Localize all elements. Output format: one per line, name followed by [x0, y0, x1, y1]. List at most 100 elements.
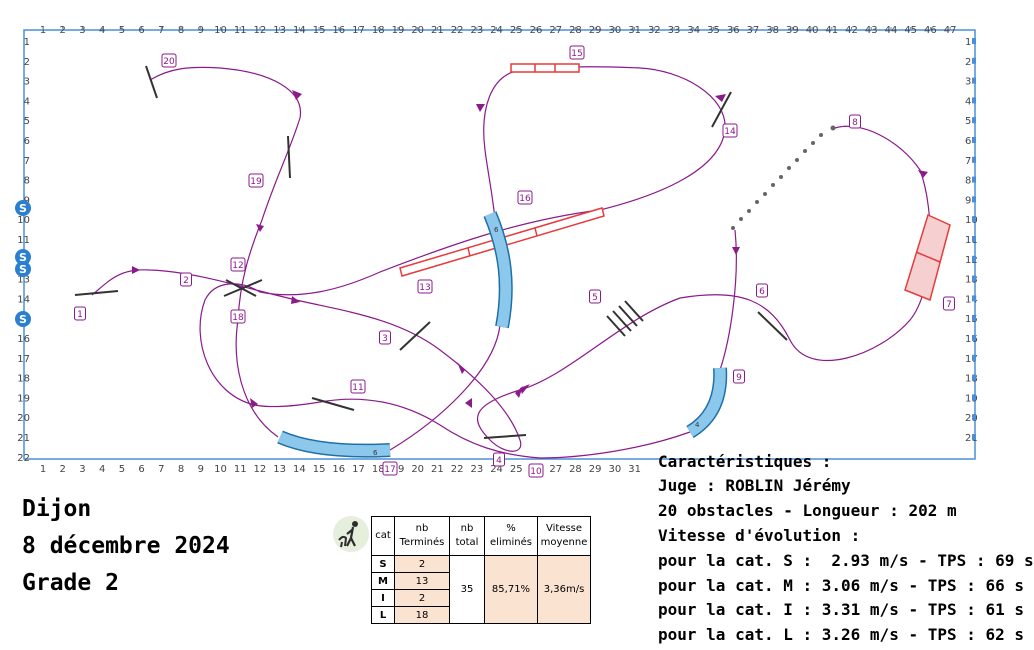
- ruler-label: 8: [24, 176, 30, 187]
- ruler-label: 10: [214, 25, 227, 36]
- jump-6: [757, 311, 788, 341]
- ruler-label: 15: [965, 314, 978, 325]
- results-header-row: cat nb Terminés nb total % eliminés Vite…: [371, 516, 591, 556]
- event-place: Dijon: [22, 496, 92, 522]
- ruler-tick: [972, 434, 976, 440]
- ruler-label: 2: [60, 464, 66, 475]
- svg-text:16: 16: [519, 194, 531, 204]
- ruler-label: 20: [411, 464, 424, 475]
- svg-text:5: 5: [592, 293, 598, 303]
- table-row: L 18: [371, 606, 591, 624]
- ruler-label: 18: [372, 464, 385, 475]
- ruler-label: 5: [119, 464, 125, 475]
- svg-text:4: 4: [496, 456, 502, 466]
- ruler-label: 24: [490, 464, 503, 475]
- ruler-label: 31: [628, 25, 641, 36]
- ruler-label: 14: [17, 294, 30, 305]
- svg-text:12: 12: [232, 261, 243, 271]
- ruler-label: 28: [569, 464, 582, 475]
- obstacle-badge-15: 15: [569, 45, 585, 60]
- ruler-label: 41: [825, 25, 838, 36]
- ruler-label: 6: [24, 136, 30, 147]
- ruler-label: 13: [965, 275, 978, 286]
- ruler-label: 11: [234, 464, 247, 475]
- obstacle-badge-8: 8: [849, 114, 861, 129]
- svg-text:20: 20: [163, 57, 175, 67]
- ruler-label: 2: [24, 57, 30, 68]
- obstacle-badge-9: 9: [733, 369, 745, 384]
- svg-text:19: 19: [250, 177, 262, 187]
- ruler-label: 29: [589, 464, 602, 475]
- ruler-label: 32: [648, 25, 661, 36]
- speed-line-m: pour la cat. M : 3.06 m/s - TPS : 66 s: [658, 576, 1025, 595]
- ruler-label: 17: [352, 25, 365, 36]
- speed-title: Vitesse d'évolution :: [658, 526, 861, 545]
- obstacle-badge-20: 20: [161, 53, 177, 68]
- path-arrows: [132, 90, 928, 408]
- ruler-label: 15: [313, 25, 326, 36]
- obstacle-badge-1: 1: [74, 306, 86, 321]
- club-logo: [333, 516, 369, 552]
- ruler-label: 8: [965, 176, 971, 187]
- ruler-label: 19: [17, 393, 30, 404]
- ruler-label: 7: [965, 156, 971, 167]
- svg-text:7: 7: [946, 300, 952, 310]
- ruler-label: 4: [99, 25, 105, 36]
- start-marker: S: [15, 311, 31, 327]
- table-5: [606, 300, 644, 337]
- weave-poles: [731, 125, 836, 230]
- a-frame-7: [904, 213, 951, 302]
- jump-3: [399, 321, 431, 351]
- ruler-label: 5: [965, 116, 971, 127]
- svg-text:S: S: [19, 202, 27, 215]
- ruler-label: 12: [254, 25, 267, 36]
- ruler-label: 30: [609, 464, 622, 475]
- cat-cell: S: [371, 555, 395, 573]
- ruler-label: 11: [965, 235, 978, 246]
- obstacle-badge-10: 10: [528, 463, 544, 478]
- ruler-label: 19: [392, 25, 405, 36]
- ruler-label: 24: [490, 25, 503, 36]
- svg-text:9: 9: [736, 373, 742, 383]
- col-total: nb total: [449, 516, 485, 556]
- ruler-label: 31: [628, 464, 641, 475]
- ruler-label: 1: [40, 25, 46, 36]
- obstacle-badge-4: 4: [493, 452, 505, 467]
- ruler-label: 29: [589, 25, 602, 36]
- ruler-label: 35: [707, 25, 720, 36]
- jump-1: [74, 290, 119, 296]
- ruler-label: 4: [965, 96, 971, 107]
- ruler-label: 30: [609, 25, 622, 36]
- course-line: 20 obstacles - Longueur : 202 m: [658, 501, 957, 520]
- ruler-label: 9: [24, 195, 30, 206]
- ruler-label: 1: [40, 464, 46, 475]
- ruler-label: 4: [24, 96, 30, 107]
- ruler-label: 20: [411, 25, 424, 36]
- ruler-label: 8: [178, 25, 184, 36]
- ruler-label: 11: [234, 25, 247, 36]
- ruler-label: 20: [17, 413, 30, 424]
- ruler-label: 16: [17, 334, 30, 345]
- event-date: 8 décembre 2024: [22, 533, 230, 559]
- obstacle-badge-3: 3: [379, 330, 391, 345]
- ruler-label: 12: [254, 464, 267, 475]
- ruler-tick: [972, 156, 976, 163]
- ruler-label: 18: [17, 374, 30, 385]
- ruler-label: 13: [273, 25, 286, 36]
- ruler-label: 1: [965, 37, 971, 48]
- obstacle-badge-11: 11: [350, 379, 366, 394]
- speed-line-i: pour la cat. I : 3.31 m/s - TPS : 61 s: [658, 600, 1025, 619]
- svg-text:2: 2: [183, 276, 189, 286]
- ruler-label: 33: [668, 25, 681, 36]
- svg-text:15: 15: [571, 49, 582, 59]
- ruler-label: 18: [965, 374, 978, 385]
- ruler-label: 2: [965, 57, 971, 68]
- table-row: S 2 35 85,71% 3,36m/s: [371, 555, 591, 624]
- svg-text:8: 8: [852, 118, 858, 128]
- jump-11: [311, 397, 355, 411]
- ruler-label: 25: [510, 464, 523, 475]
- ruler-label: 16: [332, 464, 345, 475]
- ruler-label: 7: [24, 156, 30, 167]
- ruler-label: 10: [965, 215, 978, 226]
